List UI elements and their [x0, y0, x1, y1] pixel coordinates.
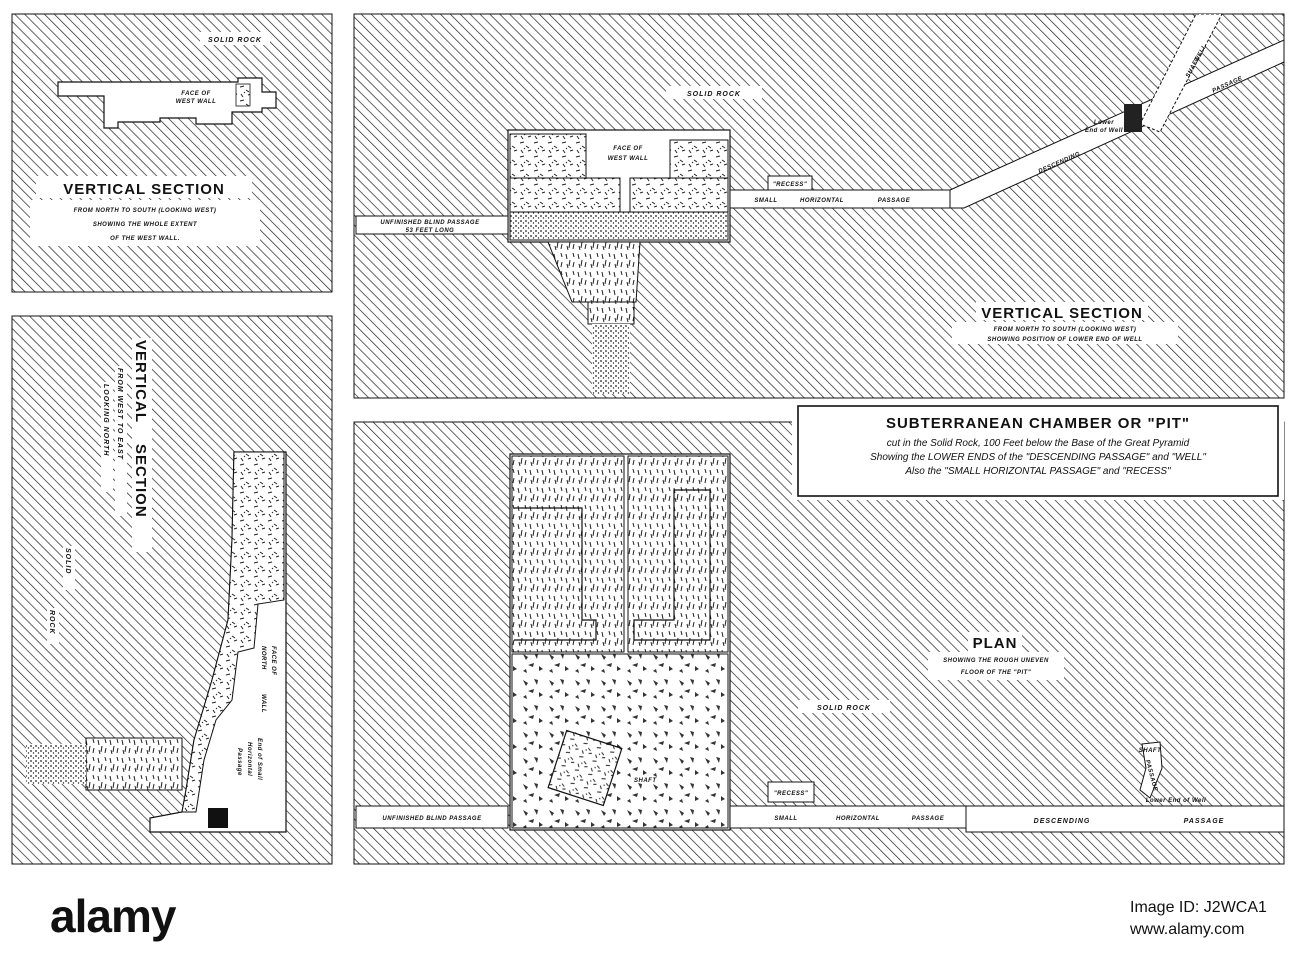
plan-heading: PLAN: [973, 635, 1018, 652]
label-box: [200, 32, 270, 45]
solid-rock-label: SOLID ROCK: [208, 37, 262, 44]
horizontal-label: HORIZONTAL: [800, 198, 844, 204]
panel-plan: SUBTERRANEAN CHAMBER OR "PIT" cut in the…: [353, 402, 1285, 865]
title-line-1: cut in the Solid Rock, 100 Feet below th…: [887, 438, 1190, 449]
plan-descending-label: DESCENDING: [1034, 818, 1091, 825]
well-shaft: [1139, 13, 1223, 133]
site-url: www.alamy.com: [1129, 921, 1244, 938]
passage-end-square: [208, 808, 228, 828]
plan-recess-label: "RECESS": [774, 791, 808, 797]
plan-solid-rock: SOLID ROCK: [817, 705, 871, 712]
face-north-2: NORTH: [260, 646, 266, 670]
plan-passage-end-label: PASSAGE: [1184, 818, 1225, 825]
title-line-3: Also the "SMALL HORIZONTAL PASSAGE" and …: [904, 466, 1171, 477]
panel-left-bottom: VERTICAL SECTION FROM WEST TO EAST LOOKI…: [11, 315, 333, 865]
well-lower-end: [1124, 104, 1142, 132]
plan-passage-label: PASSAGE: [912, 816, 945, 822]
plan-lower-end-label: Lower End of Well: [1146, 798, 1206, 804]
solid-rock-label-top: SOLID ROCK: [687, 91, 741, 98]
plan-horizontal-label: HORIZONTAL: [836, 816, 880, 822]
lower-end-label-2: End of Well: [1085, 128, 1123, 134]
plan-recess: [767, 781, 815, 803]
wall-detail: [235, 83, 251, 107]
caption-line-3: OF THE WEST WALL.: [110, 236, 180, 242]
plan-small-label: SMALL: [774, 816, 797, 822]
passage-label: PASSAGE: [878, 198, 911, 204]
left-rock-label: ROCK: [48, 610, 55, 635]
top-caption-2: SHOWING POSITION OF LOWER END OF WELL: [987, 337, 1142, 343]
passage-fill: [26, 744, 86, 784]
small-label: SMALL: [754, 198, 777, 204]
alamy-logo: alamy: [50, 890, 177, 942]
face-north-1: FACE OF: [270, 646, 276, 676]
plan-caption-2: FLOOR OF THE "PIT": [961, 670, 1031, 676]
title-box: [797, 405, 1279, 497]
vertical-section-heading-top: VERTICAL SECTION: [981, 305, 1143, 322]
left-solid-label: SOLID: [64, 548, 71, 574]
caption-line-1: FROM NORTH TO SOUTH (LOOKING WEST): [74, 208, 217, 214]
left-heading-2: SECTION: [132, 444, 149, 518]
heading-box: [36, 176, 252, 198]
recess: [767, 175, 813, 191]
west-wall-outline: [57, 77, 277, 129]
plan-descending-passage: [965, 805, 1285, 833]
blind-passage: [355, 215, 509, 235]
end-label-2: Horizontal: [246, 742, 252, 776]
face-west-wall-2: WEST WALL: [176, 99, 217, 105]
end-label-3: Passage: [236, 748, 242, 776]
plan-blind-label: UNFINISHED BLIND PASSAGE: [382, 816, 482, 822]
descending-passage: [949, 39, 1285, 209]
recess-label: "RECESS": [773, 182, 807, 188]
panel-top-main: SOLID ROCK FACE OF WEST WALL UNFINISHED …: [353, 13, 1285, 399]
panel-top-left: SOLID ROCK FACE OF WEST WALL VERTICAL SE…: [11, 13, 333, 293]
lower-end-label-1: Lower: [1094, 120, 1114, 126]
plan-blind-passage: [355, 805, 509, 829]
title-line-2: Showing the LOWER ENDS of the "DESCENDIN…: [870, 452, 1206, 463]
blind-passage-label-1: UNFINISHED BLIND PASSAGE: [380, 220, 480, 226]
title-text: SUBTERRANEAN CHAMBER OR "PIT": [886, 415, 1190, 432]
end-label-1: End of Small: [256, 738, 262, 780]
shaft-opening: [547, 729, 623, 807]
caption-line-2: SHOWING THE WHOLE EXTENT: [93, 222, 198, 228]
well-shaft-fill: [592, 324, 630, 394]
top-caption-1: FROM NORTH TO SOUTH (LOOKING WEST): [994, 327, 1137, 333]
footer: alamy Image ID: J2WCA1 www.alamy.com: [0, 870, 1300, 961]
left-caption-1: FROM WEST TO EAST: [116, 368, 123, 460]
blind-passage-label-2: 53 FEET LONG: [406, 228, 455, 234]
left-caption-2: LOOKING NORTH: [102, 384, 109, 456]
face-north-3: WALL: [260, 694, 266, 713]
plan-well-shaft: [1139, 741, 1163, 799]
plan-shaft-right-label: SHAFT: [1139, 748, 1162, 754]
face-west-wall-1: FACE OF: [181, 91, 211, 97]
plan-caption-1: SHOWING THE ROUGH UNEVEN: [943, 658, 1049, 664]
passage-block: [85, 737, 183, 791]
vertical-section-heading: VERTICAL SECTION: [63, 181, 225, 198]
face-west-wall-top-1: FACE OF: [613, 146, 643, 152]
rough-floor: [511, 653, 729, 829]
left-heading-1: VERTICAL: [132, 340, 149, 423]
image-id: Image ID: J2WCA1: [1130, 899, 1267, 916]
shaft-label: SHAFT: [634, 778, 657, 784]
face-west-wall-top-2: WEST WALL: [608, 156, 649, 162]
caption-box: [30, 200, 260, 246]
rough-wall: [181, 451, 285, 813]
